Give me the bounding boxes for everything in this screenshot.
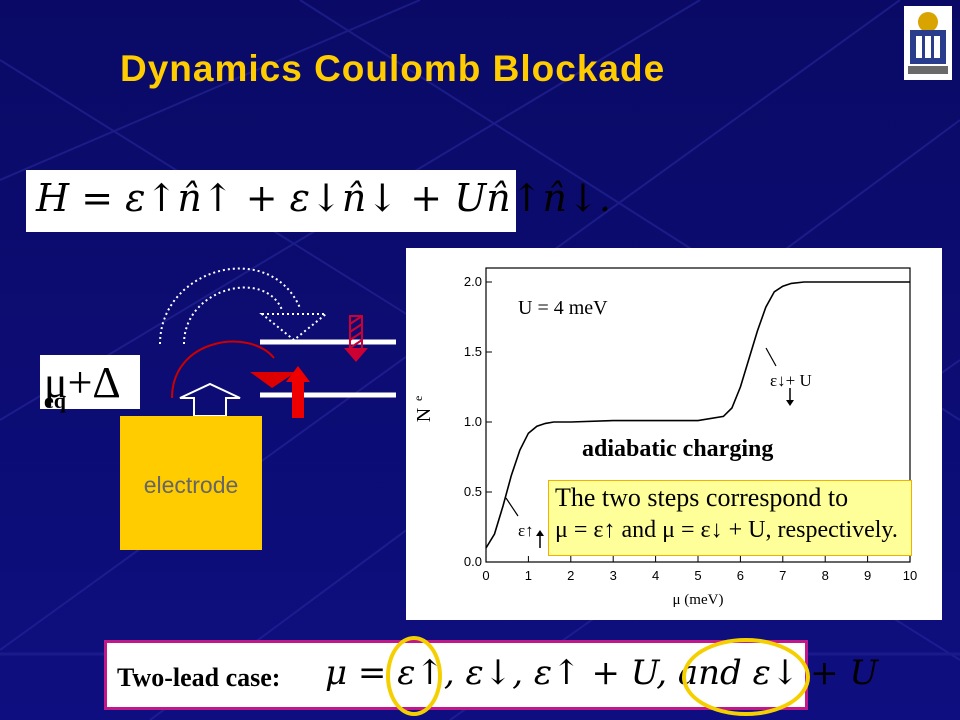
chemical-potential-subscript: eq	[44, 388, 66, 413]
step1-arrowhead	[536, 530, 544, 536]
red-arc-icon	[171, 340, 275, 399]
y-tick-label: 1.0	[464, 414, 482, 429]
x-tick-label: 10	[903, 568, 917, 583]
hamiltonian-box: H = ε↑n̂↑ + ε↓n̂↓ + Un̂↑n̂↓.	[26, 170, 611, 232]
curved-arrow-icon	[159, 267, 301, 345]
x-tick-label: 0	[482, 568, 489, 583]
university-logo	[904, 6, 952, 80]
arrow-down-icon	[344, 315, 368, 362]
x-tick-label: 3	[610, 568, 617, 583]
y-tick-label: 2.0	[464, 274, 482, 289]
arrow-up-icon	[286, 366, 310, 418]
y-axis-label: N	[413, 408, 435, 422]
step2-pointer	[765, 347, 777, 367]
note-line-1: The two steps correspond to	[555, 483, 849, 512]
x-tick-label: 6	[737, 568, 744, 583]
x-tick-label: 4	[652, 568, 659, 583]
x-tick-label: 9	[864, 568, 871, 583]
hamiltonian-equation: H = ε↑n̂↑ + ε↓n̂↓ + Un̂↑n̂↓.	[36, 176, 611, 220]
y-tick-label: 0.0	[464, 554, 482, 569]
y-axis-label-sup: e	[411, 396, 425, 401]
energy-level-diagram	[159, 267, 396, 425]
electrode-block: electrode	[120, 416, 262, 550]
series-line	[485, 281, 910, 549]
u-annotation: U = 4 meV	[518, 297, 608, 319]
occupation-chart: 0 1 2 3 4 5 6 7 8 9 10 0.0 0.5 1.0 1.5 2.0 μ (meV) Ne U = …	[411, 267, 917, 608]
highlight-ellipse	[386, 636, 442, 716]
step2-arrowhead	[786, 400, 794, 406]
step1-label: ε↑	[518, 521, 534, 540]
two-lead-label: Two-lead case:	[117, 663, 281, 692]
step1-pointer	[505, 497, 519, 517]
x-tick-label: 5	[694, 568, 701, 583]
note-box: The two steps correspond to μ = ε↑ and μ…	[548, 480, 912, 556]
chemical-potential-box: μ+Δ	[40, 355, 140, 409]
highlight-ellipse	[682, 638, 810, 716]
x-axis-label: μ (meV)	[673, 592, 724, 608]
x-tick-label: 1	[525, 568, 532, 583]
y-tick-label: 0.5	[464, 484, 482, 499]
y-tick-label: 1.5	[464, 344, 482, 359]
note-line-2: μ = ε↑ and μ = ε↓ + U, respectively.	[555, 517, 898, 543]
electrode-label: electrode	[143, 472, 239, 498]
slide-title: Dynamics Coulomb Blockade	[120, 48, 666, 89]
x-tick-label: 7	[779, 568, 786, 583]
x-tick-label: 2	[567, 568, 574, 583]
x-tick-label: 8	[822, 568, 829, 583]
adiabatic-label: adiabatic charging	[582, 436, 774, 462]
chemical-potential-label: μ+Δ	[44, 358, 121, 407]
step2-label: ε↓+ U	[770, 371, 812, 390]
